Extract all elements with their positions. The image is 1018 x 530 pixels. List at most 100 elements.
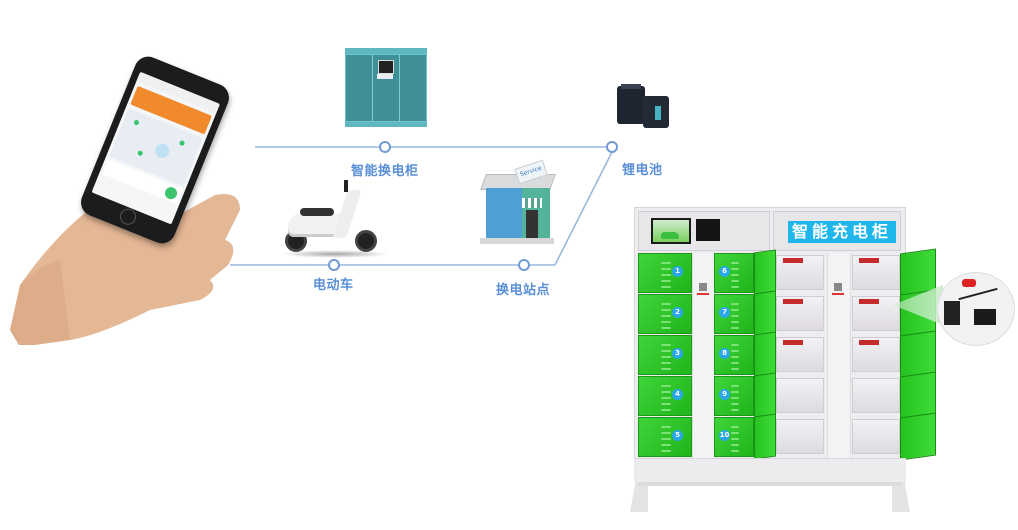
swap-station-image: Service	[478, 159, 558, 255]
vent-slot	[730, 286, 739, 288]
locker-door-3[interactable]: 3	[638, 335, 692, 375]
diagonal-line	[554, 151, 613, 266]
locker-door-6[interactable]: 6	[714, 253, 754, 293]
locker-door-10[interactable]: 10	[714, 417, 754, 457]
locker-number-badge: 2	[672, 307, 683, 318]
vent-slot	[660, 409, 672, 411]
vent-slot	[730, 444, 739, 446]
smart-swap-cabinet-image	[345, 48, 427, 128]
charging-bay	[776, 419, 824, 454]
vent-slot	[660, 268, 672, 270]
vent-slot	[660, 438, 672, 440]
vent-slot	[730, 403, 739, 405]
swap-cabinet-screen	[378, 60, 394, 74]
charging-plug	[859, 340, 879, 345]
vent-slot	[730, 368, 739, 370]
card-reader	[696, 219, 720, 241]
vent-slot	[730, 280, 739, 282]
vent-slot	[730, 350, 739, 352]
vent-slot	[660, 444, 672, 446]
vent-slot	[660, 309, 672, 311]
locker-number-badge: 3	[672, 348, 683, 359]
charging-plug	[859, 299, 879, 304]
locker-door-4[interactable]: 4	[638, 376, 692, 416]
vent-slot	[730, 391, 739, 393]
electric-scooter-image	[280, 180, 390, 260]
vent-slot	[660, 397, 672, 399]
charging-bay	[776, 378, 824, 413]
vent-slot	[730, 327, 739, 329]
locker-number-badge: 7	[719, 307, 730, 318]
node-label-battery: 锂电池	[622, 163, 663, 178]
vent-slot	[660, 432, 672, 434]
hand-illustration	[10, 179, 240, 345]
vent-slot	[660, 327, 672, 329]
vent-slot	[660, 403, 672, 405]
locker-door-7[interactable]: 7	[714, 294, 754, 334]
vent-slot	[730, 315, 739, 317]
vent-slot	[660, 344, 672, 346]
charging-bay	[852, 337, 900, 372]
vent-slot	[660, 356, 672, 358]
open-locker-door[interactable]	[754, 331, 776, 378]
charging-bay	[776, 337, 824, 372]
vent-slot	[730, 262, 739, 264]
vent-slot	[660, 315, 672, 317]
charging-plug	[859, 258, 879, 263]
vent-slot	[660, 368, 672, 370]
vent-slot	[730, 344, 739, 346]
vent-slot	[660, 321, 672, 323]
vent-slot	[730, 397, 739, 399]
locker-number-badge: 10	[719, 430, 730, 441]
locker-number-badge: 8	[719, 348, 730, 359]
charging-bay	[852, 378, 900, 413]
vent-slot	[660, 303, 672, 305]
vent-slot	[730, 321, 739, 323]
vent-slot	[660, 362, 672, 364]
vent-slot	[730, 432, 739, 434]
vent-slot	[730, 362, 739, 364]
vent-slot	[730, 426, 739, 428]
charging-plug	[783, 258, 803, 263]
locker-door-8[interactable]: 8	[714, 335, 754, 375]
vent-slot	[660, 262, 672, 264]
vent-slot	[730, 385, 739, 387]
open-locker-door[interactable]	[754, 249, 776, 296]
vent-slot	[660, 280, 672, 282]
open-locker-door[interactable]	[754, 372, 776, 419]
charging-plug	[783, 340, 803, 345]
node-circle-swap-cabinet	[379, 141, 391, 153]
locker-door-1[interactable]: 1	[638, 253, 692, 293]
charging-bay	[852, 296, 900, 331]
locker-door-9[interactable]: 9	[714, 376, 754, 416]
vent-slot	[660, 450, 672, 452]
open-locker-door[interactable]	[900, 412, 936, 461]
vent-slot	[730, 409, 739, 411]
vent-slot	[730, 438, 739, 440]
node-circle-station	[518, 259, 530, 271]
cabinet-leg-right	[892, 482, 910, 512]
vent-slot	[730, 309, 739, 311]
locker-number-badge: 4	[672, 389, 683, 400]
locker-door-5[interactable]: 5	[638, 417, 692, 457]
node-label-station: 换电站点	[496, 283, 551, 298]
vent-slot	[660, 350, 672, 352]
cabinet-display-screen	[651, 218, 691, 244]
open-locker-door[interactable]	[754, 290, 776, 337]
charger-closeup-circle	[937, 272, 1015, 346]
cabinet-leg-left	[630, 482, 648, 512]
open-locker-door[interactable]	[754, 413, 776, 460]
charging-bay	[776, 255, 824, 290]
hand-holding-phone	[0, 52, 250, 345]
vent-slot	[730, 450, 739, 452]
vent-slot	[660, 426, 672, 428]
vent-slot	[730, 268, 739, 270]
locker-door-2[interactable]: 2	[638, 294, 692, 334]
locker-number-badge: 5	[672, 430, 683, 441]
vent-slot	[730, 356, 739, 358]
cabinet-base	[634, 458, 906, 483]
locker-number-badge: 6	[719, 266, 730, 277]
node-label-swap-cabinet: 智能换电柜	[351, 164, 419, 179]
